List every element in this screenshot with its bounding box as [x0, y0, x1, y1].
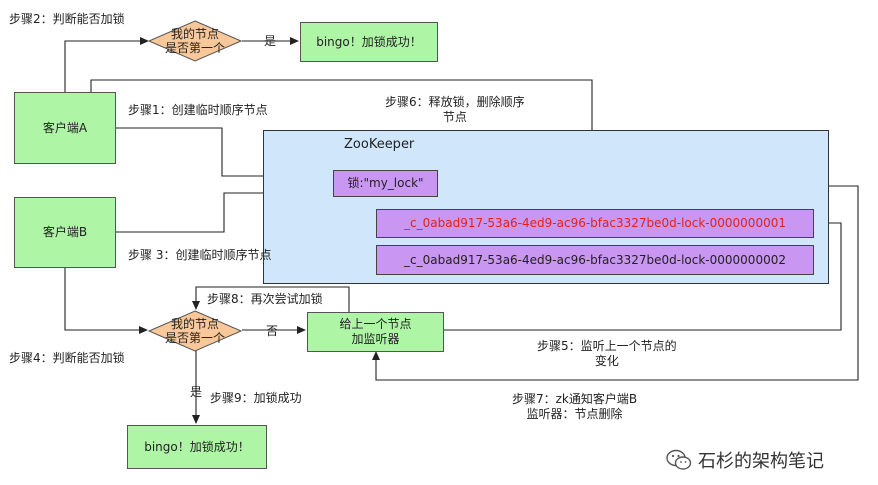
decision-bottom: 我的节点 是否第一个 — [148, 310, 242, 352]
step8-label: 步骤8：再次尝试加锁 — [207, 292, 323, 306]
decision-bottom-line-2: 是否第一个 — [164, 331, 225, 345]
step2-label: 步骤2：判断能否加锁 — [9, 12, 125, 26]
seq-node-1: _c_0abad917-53a6-4ed9-ac96-bfac3327be0d-… — [376, 209, 814, 238]
client-b-box: 客户端B — [14, 197, 116, 268]
edge-clientB-to-decision-bottom — [64, 268, 148, 334]
step6-label: 步骤6：释放锁，删除顺序 节点 — [385, 95, 525, 125]
bingo-top-box: bingo！加锁成功！ — [300, 22, 438, 62]
watcher-box: 给上一个节点 加监听器 — [307, 312, 444, 352]
step7-label-line-1: 步骤7：zk通知客户端B — [512, 392, 638, 406]
step3-label: 步骤 3：创建临时顺序节点 — [128, 248, 272, 262]
step7-label: 步骤7：zk通知客户端B 监听器：节点删除 — [512, 392, 637, 422]
watermark: 石杉的架构笔记 — [666, 446, 824, 474]
decision-bottom-line-1: 我的节点 — [170, 317, 219, 331]
lock-node: 锁:"my_lock" — [333, 170, 438, 197]
edge-retry — [192, 286, 350, 312]
zookeeper-title: ZooKeeper — [344, 137, 415, 152]
step5-label-line-2: 变化 — [594, 354, 619, 368]
step5-label: 步骤5：监听上一个节点的 变化 — [537, 339, 677, 369]
step1-label: 步骤1：创建临时顺序节点 — [128, 103, 268, 117]
watcher-box-line-1: 给上一个节点 — [339, 317, 412, 331]
decision-top-line-2: 是否第一个 — [164, 41, 225, 55]
client-a-box: 客户端A — [14, 92, 116, 164]
step9-label: 步骤9：加锁成功 — [210, 391, 302, 405]
decision-top-line-1: 我的节点 — [170, 27, 219, 41]
bingo-bottom-box: bingo！加锁成功！ — [127, 425, 267, 469]
step5-label-line-1: 步骤5：监听上一个节点的 — [537, 339, 677, 353]
no-label: 否 — [266, 324, 279, 338]
yes-top-label: 是 — [264, 34, 277, 48]
step7-label-line-2: 监听器：节点删除 — [526, 407, 623, 421]
seq-node-2: _c_0abad917-53a6-4ed9-ac96-bfac3327be0d-… — [376, 245, 814, 275]
yes-bottom-label: 是 — [190, 385, 203, 399]
edge-clientA-to-decision-top — [64, 37, 149, 92]
watcher-box-line-2: 加监听器 — [351, 332, 400, 346]
step6-label-line-1: 步骤6：释放锁，删除顺序 — [385, 95, 525, 109]
decision-top: 我的节点 是否第一个 — [148, 20, 242, 62]
edge-notify — [372, 185, 859, 381]
watermark-text: 石杉的架构笔记 — [698, 451, 824, 472]
step6-label-line-2: 节点 — [442, 110, 467, 124]
step4-label: 步骤4：判断能否加锁 — [9, 351, 125, 365]
wechat-icon — [666, 449, 692, 470]
